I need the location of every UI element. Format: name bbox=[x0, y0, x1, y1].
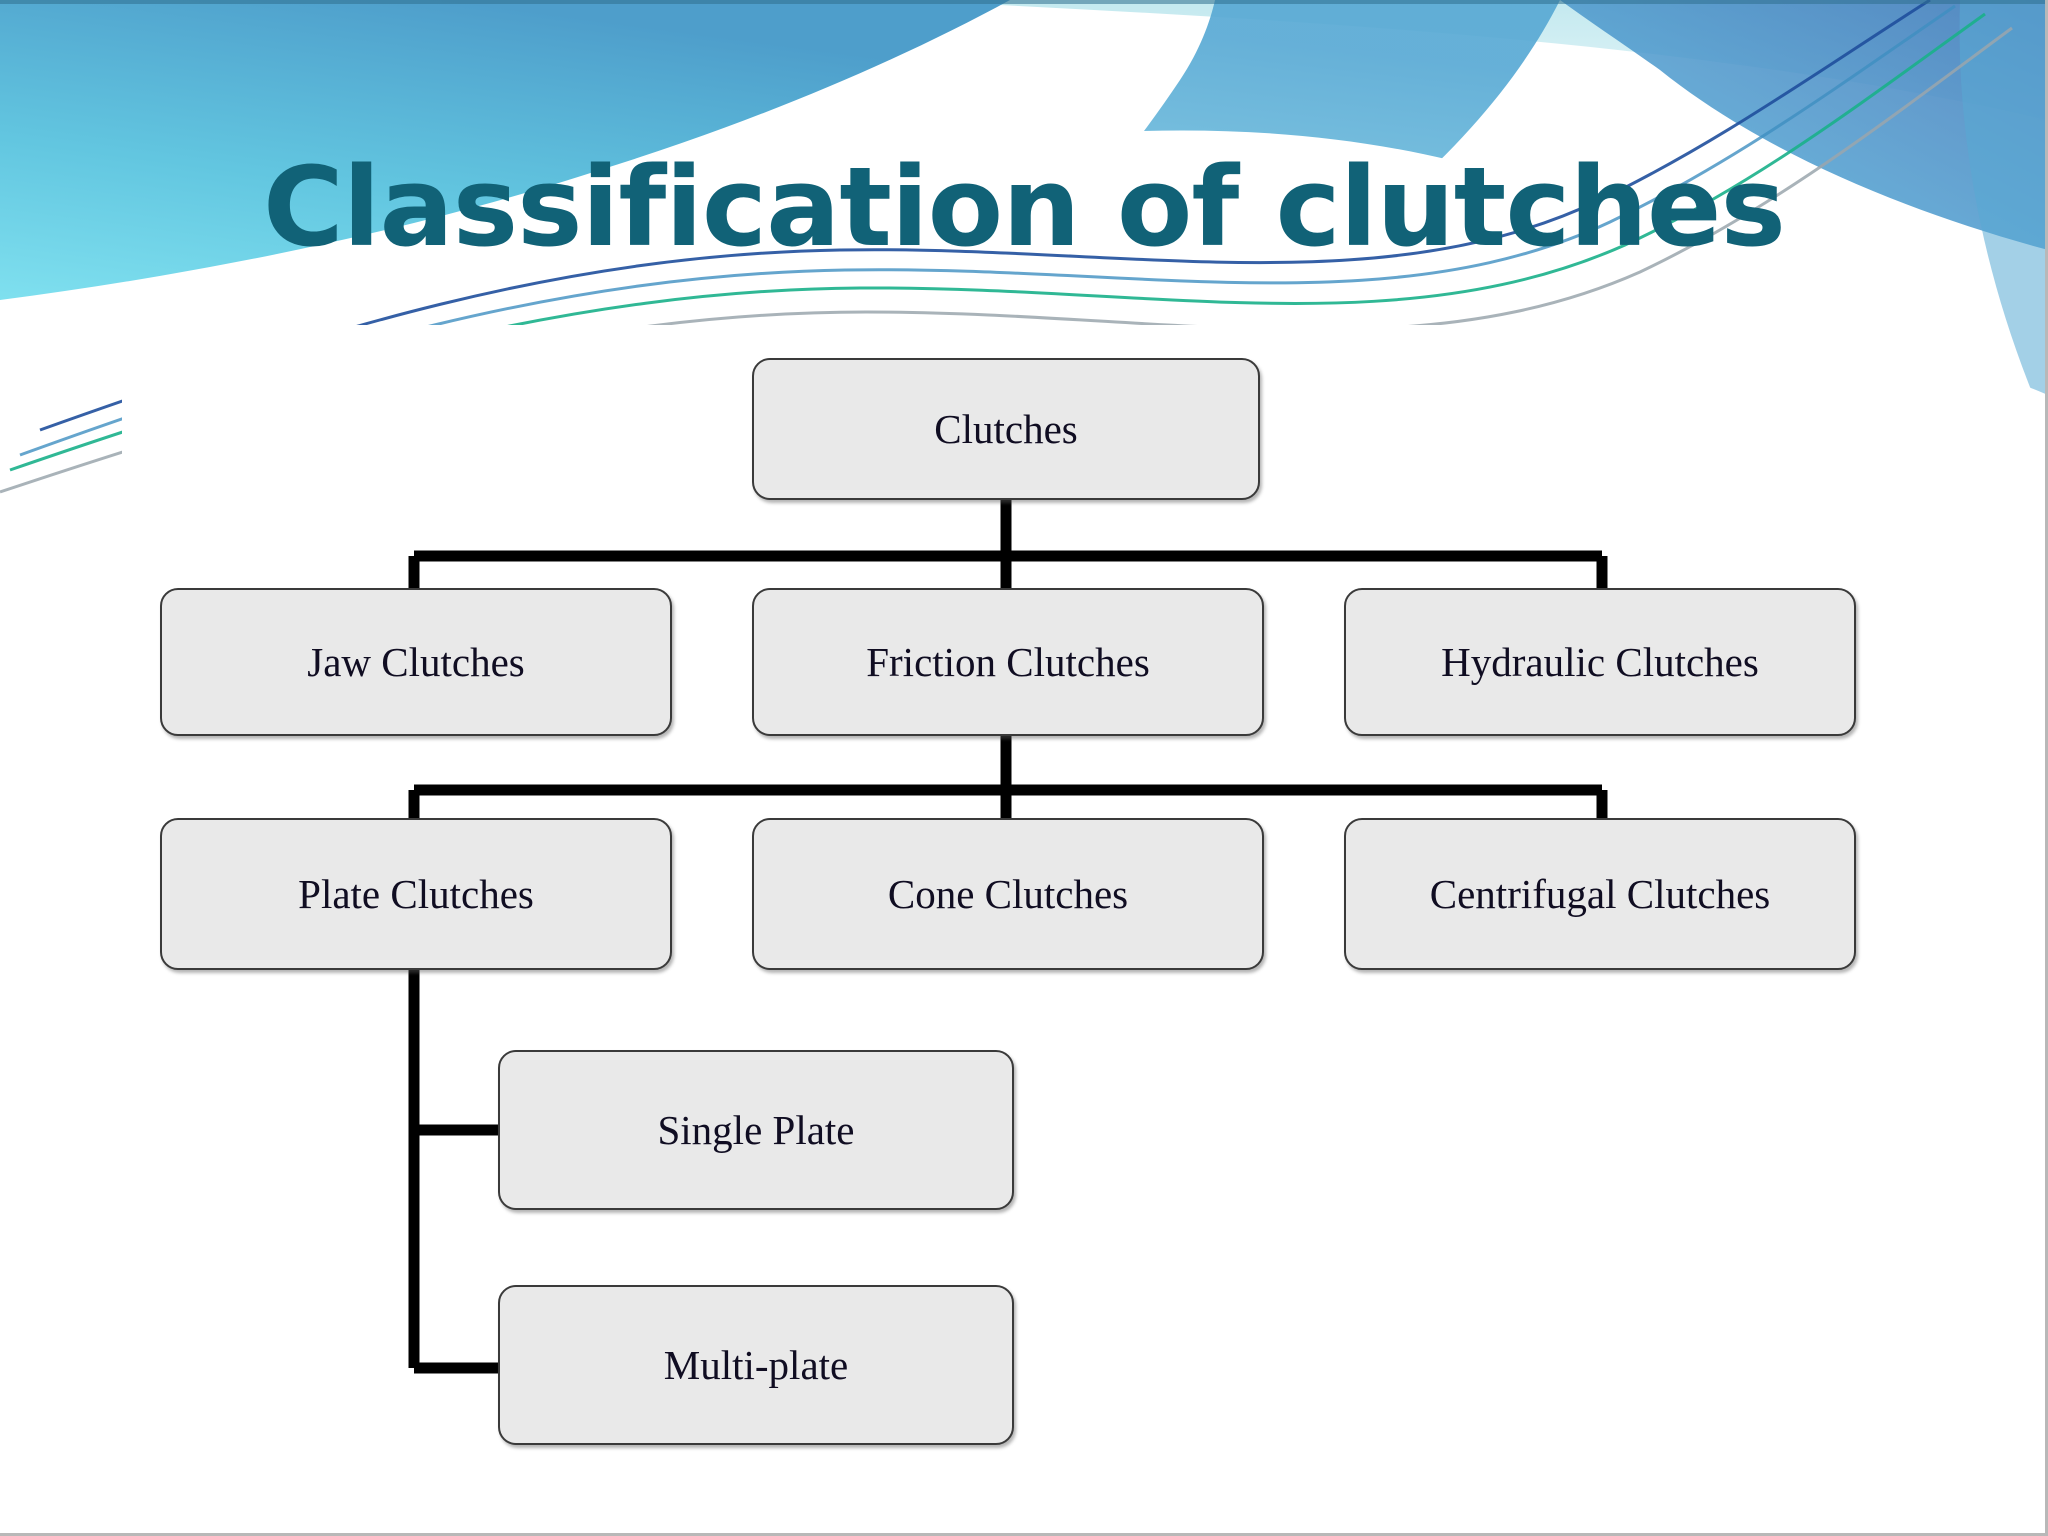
node-plate-clutches[interactable]: Plate Clutches bbox=[160, 818, 672, 970]
slide-title: Classification of clutches bbox=[263, 143, 1786, 271]
node-jaw-clutches[interactable]: Jaw Clutches bbox=[160, 588, 672, 736]
node-single-plate[interactable]: Single Plate bbox=[498, 1050, 1014, 1210]
node-hydraulic-clutches[interactable]: Hydraulic Clutches bbox=[1344, 588, 1856, 736]
node-friction-clutches-label: Friction Clutches bbox=[866, 638, 1150, 685]
node-centrifugal-clutches[interactable]: Centrifugal Clutches bbox=[1344, 818, 1856, 970]
node-jaw-clutches-label: Jaw Clutches bbox=[307, 638, 525, 685]
node-cone-clutches-label: Cone Clutches bbox=[887, 870, 1129, 917]
node-single-plate-label: Single Plate bbox=[657, 1106, 855, 1153]
node-hydraulic-clutches-label: Hydraulic Clutches bbox=[1441, 638, 1759, 685]
node-clutches-label: Clutches bbox=[934, 405, 1078, 452]
node-multi-plate-label: Multi-plate bbox=[663, 1341, 849, 1388]
node-centrifugal-clutches-label: Centrifugal Clutches bbox=[1429, 870, 1771, 917]
node-plate-clutches-label: Plate Clutches bbox=[298, 870, 534, 917]
node-clutches[interactable]: Clutches bbox=[752, 358, 1260, 500]
node-friction-clutches[interactable]: Friction Clutches bbox=[752, 588, 1264, 736]
node-multi-plate[interactable]: Multi-plate bbox=[498, 1285, 1014, 1445]
node-cone-clutches[interactable]: Cone Clutches bbox=[752, 818, 1264, 970]
